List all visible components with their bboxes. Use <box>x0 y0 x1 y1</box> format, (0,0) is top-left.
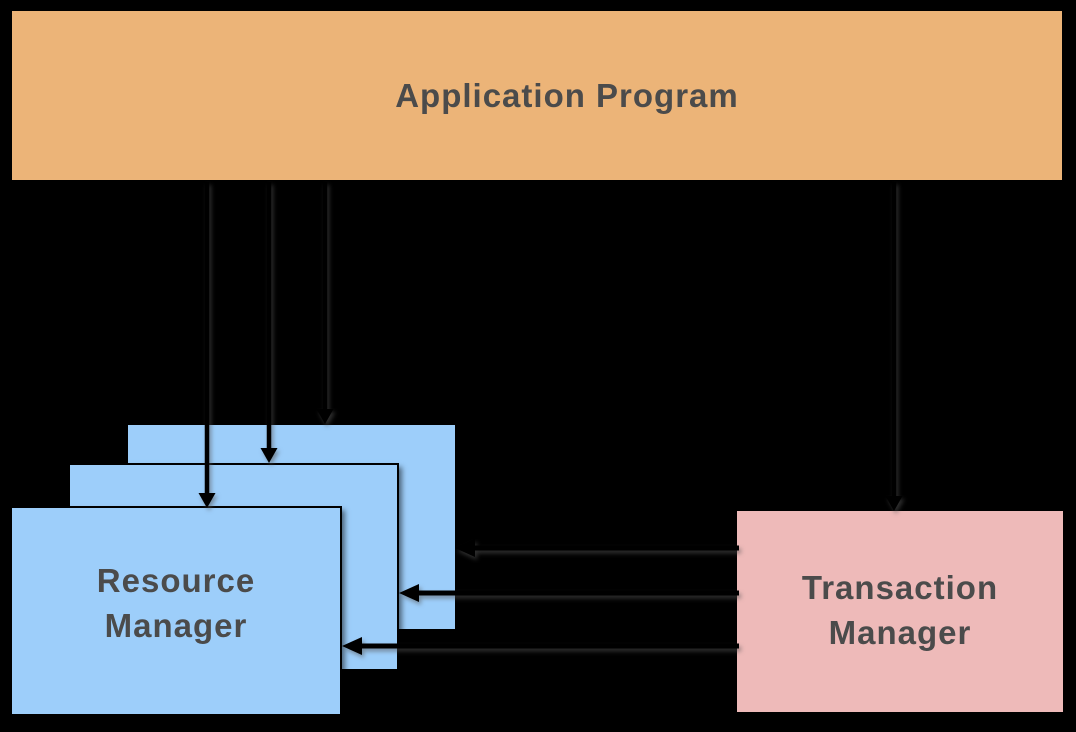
transaction-manager-label: Transaction Manager <box>801 568 999 651</box>
arrow-app-to-txn <box>885 182 903 511</box>
transaction-manager-box: Transaction Manager <box>735 509 1065 714</box>
resource-manager-box-front: Resource Manager <box>10 506 342 716</box>
arrow-txn-to-rm-back <box>455 539 739 557</box>
application-program-box: Application Program <box>10 9 1064 182</box>
application-program-label: Application Program <box>395 77 739 114</box>
resource-manager-label: Resource Manager <box>96 562 256 644</box>
arrow-app-to-rm-back <box>316 182 334 424</box>
arrow-txn-to-rm-front <box>342 637 739 655</box>
arrow-app-to-rm-middle <box>260 182 278 463</box>
